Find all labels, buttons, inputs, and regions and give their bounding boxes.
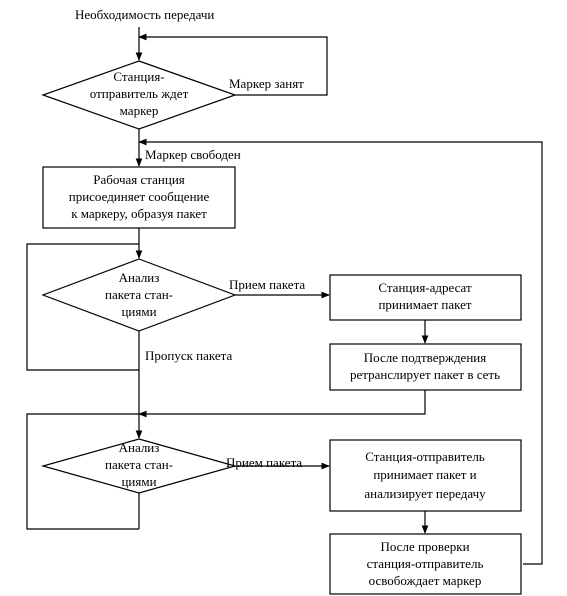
process-attach-line-2: присоединяет сообщение xyxy=(69,189,210,204)
process-destination-receives xyxy=(329,274,522,321)
connector-marker-busy-loop xyxy=(138,33,328,96)
decision-analyze-2-line-1: Анализ xyxy=(119,440,160,455)
connector-analyze-2-loop xyxy=(26,413,139,530)
label-skip-packet: Пропуск пакета xyxy=(145,348,233,363)
process-release-line-2: станция-отправитель xyxy=(367,556,484,571)
process-attach-message xyxy=(42,166,236,229)
decision-wait-line-2: отправитель ждет xyxy=(90,86,189,101)
process-sender-receives-line-1: Станция-отправитель xyxy=(365,449,485,464)
decision-analyze-2-line-3: циями xyxy=(121,474,156,489)
decision-analyze-2-line-2: пакета стан- xyxy=(105,457,173,472)
process-release-marker xyxy=(329,533,522,595)
process-sender-receives xyxy=(329,439,522,512)
connector-analyze-1-loop xyxy=(26,243,139,371)
decision-analyze-1-line-1: Анализ xyxy=(119,270,160,285)
process-sender-receives-line-2: принимает пакет и xyxy=(373,467,476,482)
process-destination-line-2: принимает пакет xyxy=(378,297,471,312)
decision-analyze-1-line-2: пакета стан- xyxy=(105,287,173,302)
label-receive-1: Прием пакета xyxy=(229,277,305,292)
label-receive-2: Прием пакета xyxy=(226,455,302,470)
process-destination-line-1: Станция-адресат xyxy=(378,280,472,295)
start-label: Необходимость передачи xyxy=(75,7,214,22)
decision-wait-line-3: маркер xyxy=(120,103,159,118)
label-marker-busy: Маркер занят xyxy=(229,76,304,91)
decision-analyze-1-line-3: циями xyxy=(121,304,156,319)
process-attach-line-1: Рабочая станция xyxy=(93,172,185,187)
process-retransmit-line-2: ретранслирует пакет в сеть xyxy=(350,367,500,382)
process-sender-receives-line-3: анализирует передачу xyxy=(364,486,486,501)
process-release-line-3: освобождает маркер xyxy=(369,573,482,588)
connector-return-loop xyxy=(138,138,543,565)
process-release-line-1: После проверки xyxy=(380,539,469,554)
process-attach-line-3: к маркеру, образуя пакет xyxy=(71,206,207,221)
connector-retransmit-merge xyxy=(138,390,426,418)
decision-wait-line-1: Станция- xyxy=(113,69,164,84)
label-marker-free: Маркер свободен xyxy=(145,147,241,162)
process-retransmit-line-1: После подтверждения xyxy=(364,350,486,365)
